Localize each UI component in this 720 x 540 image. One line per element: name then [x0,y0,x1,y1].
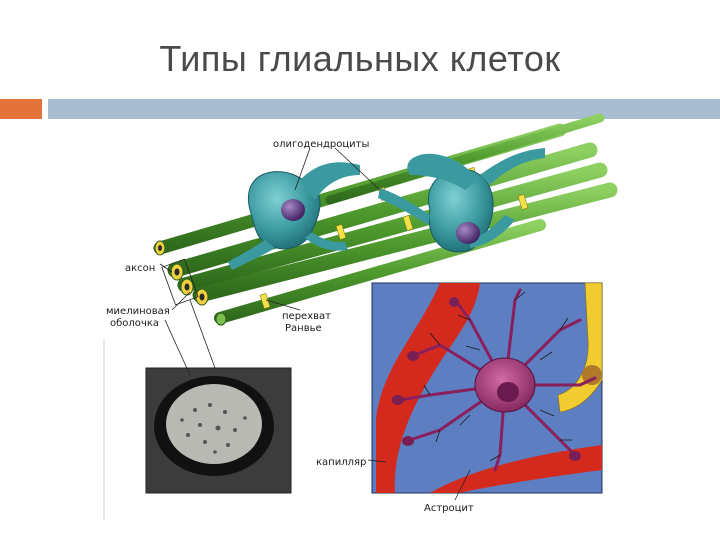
label-node-line2: Ранвье [285,323,322,334]
astrocyte-panel [371,282,603,494]
slide-title: Типы глиальных клеток [159,38,561,79]
leader-lines [159,147,471,501]
oligodendrocyte-right [378,148,545,253]
label-axon: аксон [125,263,156,274]
label-myelin-line2: оболочка [110,318,159,329]
label-node-line1: перехват [282,311,331,322]
micrograph [145,367,292,494]
accent-bar-orange [0,99,42,119]
label-oligodendrocytes: олигодендроциты [273,139,370,150]
label-myelin-line1: миелиновая [106,306,170,317]
accent-bar-blue [48,99,720,119]
label-astrocyte: Астроцит [424,503,474,514]
label-capillary: капилляр [316,457,367,468]
oligodendrocyte-left [228,162,360,270]
